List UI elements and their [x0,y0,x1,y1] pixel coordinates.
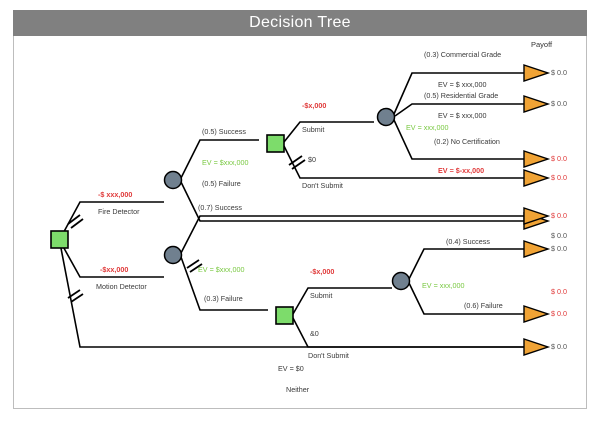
payoff-value: $ 0.0 [551,231,567,240]
tree-graphics [50,64,551,356]
decision-node-submit-2 [275,306,294,325]
payoff-value: $ 0.0 [551,309,567,318]
chance-2-ev: EV = xxx,000 [422,281,465,290]
edge-dontsubmit1 [283,145,524,179]
diagram-canvas: Payoff -$ xxx,000 Fire Detector (0.5) Su… [13,36,587,409]
motion-detector-cost: -$xx,000 [100,265,129,274]
prune-ds1-1 [288,155,303,166]
edge-fire-failure [180,181,524,222]
edge-nocert [393,119,524,160]
commercial-grade-prob: (0.3) Commercial Grade [424,50,502,59]
neither-ev: EV = $0 [278,364,304,373]
chance-node-fire [163,170,183,190]
submit-2-cost: -$x,000 [310,267,335,276]
terminal-node [523,305,551,323]
terminal-node [523,207,551,225]
payoff-value: $ 0.0 [551,68,567,77]
motion-success-prob: (0.7) Success [198,203,242,212]
payoff-value: $ 0.0 [551,211,567,220]
decision-node-submit-1 [266,134,285,153]
no-certification-prob: (0.2) No Certification [434,137,500,146]
motion-failure-prob: (0.3) Failure [204,294,243,303]
edge-submit1 [283,121,374,143]
dont-submit-1-cost: $0 [308,155,316,164]
terminal-node [523,169,551,187]
motion-detector-label: Motion Detector [96,282,147,291]
payoff-value: $ 0.0 [551,342,567,351]
lower-success-prob: (0.4) Success [446,237,490,246]
prune-fire-1 [67,214,81,225]
no-certification-ev: EV = $-xx,000 [438,166,485,175]
edge-residential [394,103,524,117]
edge-fire-success [180,139,259,179]
payoff-value: $ 0.0 [551,99,567,108]
pruned-marks [67,155,306,303]
commercial-grade-ev: EV = $ xxx,000 [438,80,487,89]
lower-failure-prob: (0.6) Failure [464,301,503,310]
prune-ds1-2 [291,159,306,170]
prune-motion-1 [186,259,200,269]
window-titlebar: Decision Tree [13,10,587,36]
fire-failure-prob: (0.5) Failure [202,179,241,188]
payoff-value: $ 0.0 [551,287,567,296]
edge-dontsubmit2 [292,317,524,348]
chance-node-upper [376,107,396,127]
fire-detector-label: Fire Detector [98,207,140,216]
edge-submit2 [292,287,392,315]
payoff-column-header: Payoff [531,40,553,49]
edge-root-motion [59,240,164,278]
terminal-nodes [523,64,551,356]
payoff-value: $ 0.0 [551,154,567,163]
terminal-node [523,150,551,168]
terminal-node [523,338,551,356]
edge-lower-failure [408,282,524,315]
motion-ev: EV = $xxx,000 [198,265,245,274]
decision-node-root [50,230,69,249]
submit-1-label: Submit [302,125,325,134]
edge-motion-success [180,215,524,254]
payoff-value: $ 0.0 [551,173,567,182]
prune-neither-1 [67,289,81,299]
edge-commercial [393,72,524,115]
dont-submit-2-label: Don't Submit [308,351,349,360]
fire-success-prob: (0.5) Success [202,127,246,136]
prune-motion-2 [189,263,203,273]
terminal-node [523,240,551,258]
edge-lower-success [408,248,524,280]
decision-nodes [50,134,294,325]
dont-submit-2-cost: &0 [310,329,319,338]
submit-1-cost: -$x,000 [302,101,327,110]
edge-root-fire [59,201,164,240]
page-title: Decision Tree [249,14,351,31]
edge-motion-failure [180,256,268,311]
dont-submit-1-label: Don't Submit [302,181,343,190]
edge-root-neither [59,242,524,348]
terminal-node [523,95,551,113]
chance-nodes [163,107,411,291]
chance-node-motion [163,245,183,265]
chance-node-lower [391,271,411,291]
payoff-value: $ 0.0 [551,244,567,253]
fire-ev: EV = $xxx,000 [202,158,249,167]
neither-label: Neither [286,385,310,394]
fire-detector-cost: -$ xxx,000 [98,190,133,199]
residential-grade-ev: EV = $ xxx,000 [438,111,487,120]
residential-grade-prob: (0.5) Residential Grade [424,91,499,100]
terminal-node [523,64,551,82]
chance-1-ev: EV = xxx,000 [406,123,449,132]
submit-2-label: Submit [310,291,333,300]
prune-neither-2 [70,293,84,303]
prune-fire-2 [70,218,84,229]
